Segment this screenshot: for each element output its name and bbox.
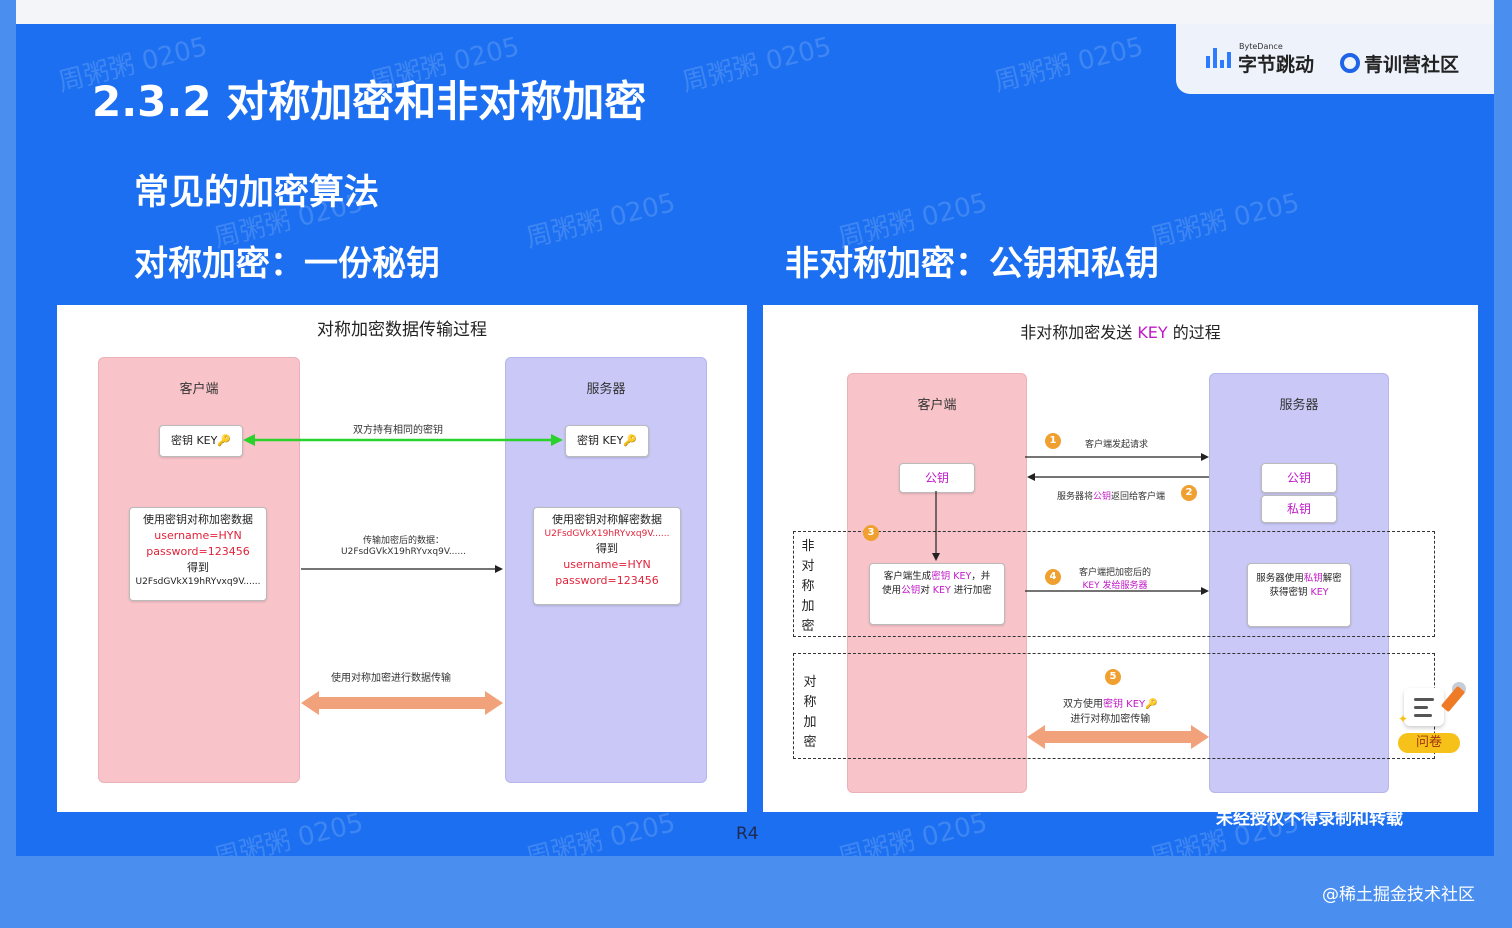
arrow-head — [1027, 473, 1035, 481]
server-decrypt-key-box: 服务器使用私钥解密 获得密钥 KEY — [1247, 563, 1351, 627]
sparkle-icon: ✦ — [1398, 712, 1409, 726]
logo-badge: ByteDance 字节跳动 青训营社区 — [1176, 24, 1494, 94]
footer-notice: 未经授权不得录制和转载 — [1216, 809, 1403, 829]
symmetric-arrows — [243, 434, 563, 715]
arrow-head — [1201, 587, 1209, 595]
questionnaire-button[interactable]: 问卷 — [1398, 733, 1460, 753]
server-decrypt-line: 得到 — [596, 541, 618, 555]
server-decrypt-line: U2FsdGVkX19hRYvxq9V...... — [544, 528, 670, 539]
client-encrypt-line: username=HYN — [154, 528, 242, 542]
asymmetric-diagram: 非对称加密发送 KEY 的过程 客户端 服务器 非对称加密 对称加密 公钥 公钥… — [763, 305, 1478, 812]
step4-label: 客户端把加密后的 KEY 发给服务器 — [1079, 568, 1152, 591]
key-icon: 🔑 — [1145, 699, 1158, 710]
questionnaire-doc-icon[interactable] — [1404, 688, 1444, 726]
arrow-head — [243, 434, 255, 446]
client-encrypt-line: 得到 — [187, 560, 209, 574]
client-key-box: 密钥 KEY🔑 — [159, 425, 243, 457]
server-decrypt-line: username=HYN — [563, 557, 651, 571]
server-private-key-box: 私钥 — [1261, 495, 1337, 523]
slide-title: 2.3.2 对称加密和非对称加密 — [92, 77, 647, 126]
watermark: 周粥粥 0205 — [991, 31, 1147, 98]
bidirectional-arrow — [1027, 725, 1209, 749]
asymmetric-arrows — [932, 453, 1209, 749]
client-encrypt-box: 使用密钥对称加密数据 username=HYN password=123456 … — [129, 507, 267, 601]
client-key-label: 密钥 KEY — [170, 434, 218, 447]
step-badge: 2 — [1181, 485, 1197, 501]
shared-key-label: 双方持有相同的密钥 — [353, 425, 443, 436]
watermark: 周粥粥 0205 — [679, 31, 835, 98]
arrow-head — [1201, 453, 1209, 461]
server-key-label: 密钥 KEY — [576, 434, 624, 447]
step-badge: 5 — [1105, 669, 1121, 685]
server-decrypt-line: password=123456 — [555, 573, 659, 587]
asymmetric-heading: 非对称加密：公钥和私钥 — [785, 244, 1159, 284]
slide: 周粥粥 0205 周粥粥 0205 周粥粥 0205 周粥粥 0205 周粥粥 … — [16, 24, 1494, 856]
step-badge: 3 — [863, 525, 879, 541]
step-badge: 1 — [1045, 433, 1061, 449]
site-watermark: @稀土掘金技术社区 — [1322, 885, 1475, 905]
logo-company: 字节跳动 — [1238, 54, 1315, 76]
key-icon: 🔑 — [217, 434, 232, 447]
asymmetric-diagram-title: 非对称加密发送 KEY 的过程 — [1020, 323, 1221, 342]
server-decrypt-line: 使用密钥对称解密数据 — [552, 513, 662, 526]
step2-label: 服务器将公钥返回给客户端 — [1057, 492, 1166, 502]
arrow-head — [495, 565, 503, 573]
bidirectional-arrow — [301, 691, 503, 715]
arrow-head — [551, 434, 563, 446]
transfer-data-label: U2FsdGVkX19hRYvxq9V...... — [341, 547, 466, 557]
logo-small-text: ByteDance — [1239, 42, 1283, 51]
client-encrypt-line: U2FsdGVkX19hRYvxq9V...... — [135, 576, 261, 587]
server-label: 服务器 — [586, 382, 626, 397]
bytedance-logo-icon — [1206, 48, 1232, 68]
server-label: 服务器 — [1279, 398, 1319, 413]
asymmetric-region — [793, 531, 1435, 637]
client-encrypt-line: 使用密钥对称加密数据 — [143, 513, 253, 526]
server-key-box: 密钥 KEY🔑 — [565, 425, 649, 457]
symmetric-side-label: 对称加密 — [803, 675, 817, 750]
page-number: R4 — [736, 824, 759, 844]
symmetric-diagram-title: 对称加密数据传输过程 — [317, 320, 487, 340]
step-badge: 4 — [1045, 569, 1061, 585]
client-label: 客户端 — [917, 398, 957, 413]
step5-label: 双方使用密钥 KEY🔑 进行对称加密传输 — [1063, 699, 1158, 725]
key-icon: 🔑 — [623, 434, 638, 447]
client-label: 客户端 — [179, 382, 219, 397]
bidirectional-label: 使用对称加密进行数据传输 — [331, 673, 451, 684]
client-generate-key-box: 客户端生成密钥 KEY，并 使用公钥对 KEY 进行加密 — [869, 563, 1005, 625]
watermark: 周粥粥 0205 — [1147, 187, 1303, 254]
step1-label: 客户端发起请求 — [1085, 440, 1149, 450]
server-public-key-box: 公钥 — [1261, 463, 1337, 493]
logo-community: 青训营社区 — [1364, 54, 1460, 76]
client-encrypt-line: password=123456 — [146, 544, 250, 558]
arrow-head — [932, 553, 940, 561]
community-ring-icon — [1340, 53, 1360, 73]
symmetric-diagram: 对称加密数据传输过程 客户端 服务器 密钥 KEY🔑 密钥 KEY🔑 双方持有相… — [57, 305, 747, 812]
transfer-label: 传输加密后的数据： — [363, 536, 445, 546]
asymmetric-side-label: 非对称加密 — [801, 539, 815, 634]
client-public-key-box: 公钥 — [899, 463, 975, 493]
symmetric-heading: 对称加密：一份秘钥 — [134, 244, 440, 284]
slide-subtitle: 常见的加密算法 — [134, 173, 380, 213]
top-strip — [16, 0, 1494, 24]
server-decrypt-box: 使用密钥对称解密数据 U2FsdGVkX19hRYvxq9V...... 得到 … — [533, 507, 681, 605]
watermark: 周粥粥 0205 — [523, 187, 679, 254]
